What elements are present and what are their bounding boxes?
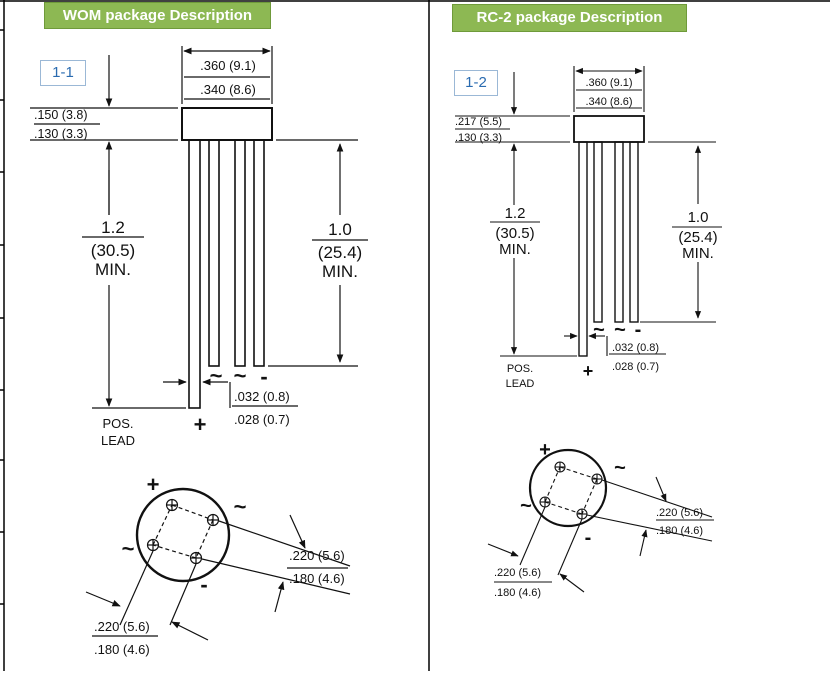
wom-circle-tilde-right: ~: [234, 494, 247, 519]
rc2-pin-spacing-right-min: .180 (4.6): [656, 525, 703, 537]
wom-lead-dia-max: .032 (0.8): [234, 389, 290, 404]
rc2-pin-spacing-bottom-max: .220 (5.6): [494, 567, 541, 579]
wom-pos-lead-label-1: POS.: [102, 416, 133, 431]
wom-pos-lead: [188, 139, 201, 409]
rc2-lead-breaks: [597, 232, 635, 240]
wom-circle-tilde-left: ~: [122, 536, 135, 561]
rc2-labels: .360 (9.1) .340 (8.6) .217 (5.5) .130 (3…: [455, 77, 718, 599]
rc2-section-header: RC-2 package Description: [452, 4, 687, 32]
rc2-lead-symbol-2: ~: [614, 319, 626, 341]
rc2-pin-spacing-bottom-min: .180 (4.6): [494, 587, 541, 599]
wom-circle-minus: -: [200, 572, 207, 597]
rc2-outline-circle: [528, 448, 608, 528]
wom-lead-length-min: MIN.: [95, 260, 131, 279]
wom-lead-4: [253, 139, 265, 367]
wom-height-max: .150 (3.8): [34, 108, 88, 122]
rc2-pin-holes: [539, 461, 603, 520]
wom-lead-symbol-plus: +: [194, 412, 207, 437]
wom-section-header: WOM package Description: [44, 2, 271, 29]
rc2-lead-length-value: 1.2: [505, 205, 526, 222]
wom-circle-plus: +: [147, 472, 160, 497]
wom-pin-spacing-bottom-min: .180 (4.6): [94, 642, 150, 657]
wom-lead-breaks: [213, 250, 260, 258]
rc2-pos-lead: [578, 141, 588, 357]
wom-pin-spacing-right-max: .220 (5.6): [289, 548, 345, 563]
wom-lead-symbol-3: -: [260, 364, 267, 389]
wom-side-view: [30, 46, 368, 409]
rc2-bottom-view: [487, 448, 714, 593]
rc2-circle-minus: -: [585, 527, 592, 549]
rc2-pos-lead-label-1: POS.: [507, 363, 533, 375]
rc2-pin-spacing-right-max: .220 (5.6): [656, 507, 703, 519]
rc2-height-min: .130 (3.3): [455, 132, 502, 144]
wom-lead-length-right-metric: (25.4): [318, 243, 362, 262]
rc2-pos-lead-label-2: LEAD: [506, 378, 535, 390]
wom-lead-symbol-2: ~: [234, 363, 247, 388]
rc2-lead-3: [614, 141, 624, 323]
rc2-lead-dia-min: .028 (0.7): [612, 361, 659, 373]
wom-width-min: .340 (8.6): [200, 82, 256, 97]
rc2-width-max: .360 (9.1): [585, 77, 632, 89]
rc2-circle-tilde-left: ~: [520, 495, 532, 517]
wom-lead-3: [234, 139, 246, 367]
wom-pin-holes: [146, 498, 220, 565]
wom-width-max: .360 (9.1): [200, 58, 256, 73]
wom-pos-lead-label-2: LEAD: [101, 433, 135, 448]
wom-lead-symbol-1: ~: [210, 363, 223, 388]
wom-lead-length-metric: (30.5): [91, 241, 135, 260]
rc2-circle-plus: +: [539, 439, 551, 461]
wom-outline-circle: [135, 487, 231, 583]
wom-labels: .360 (9.1) .340 (8.6) .150 (3.8) .130 (3…: [34, 58, 362, 657]
wom-lead-length-right-min: MIN.: [322, 262, 358, 281]
wom-body: [181, 107, 273, 141]
wom-bottom-view: [85, 487, 351, 641]
rc2-lead-2: [593, 141, 603, 323]
rc2-body: [573, 115, 645, 143]
rc2-lead-4: [629, 141, 639, 323]
rc2-width-min: .340 (8.6): [585, 96, 632, 108]
wom-pin-spacing-right-min: .180 (4.6): [289, 571, 345, 586]
figure-tag-1-2: 1-2: [454, 70, 498, 96]
rc2-height-max: .217 (5.5): [455, 116, 502, 128]
wom-lead-length-right-value: 1.0: [328, 220, 352, 239]
figure-tag-1-1: 1-1: [40, 60, 86, 86]
rc2-circle-tilde-right: ~: [614, 457, 626, 479]
rc2-lead-length-right-value: 1.0: [688, 209, 709, 226]
rc2-lead-length-metric: (30.5): [495, 225, 534, 242]
wom-lead-length-value: 1.2: [101, 218, 125, 237]
rc2-lead-length-right-min: MIN.: [682, 245, 714, 262]
rc2-lead-symbol-1: ~: [593, 319, 605, 341]
wom-height-min: .130 (3.3): [34, 127, 88, 141]
wom-lead-dia-min: .028 (0.7): [234, 412, 290, 427]
rc2-side-view: [455, 66, 722, 357]
rc2-lead-length-right-metric: (25.4): [678, 229, 717, 246]
rc2-lead-dia-max: .032 (0.8): [612, 342, 659, 354]
rc2-lead-symbol-plus: +: [583, 361, 594, 381]
rc2-lead-length-min: MIN.: [499, 241, 531, 258]
wom-pin-spacing-bottom-max: .220 (5.6): [94, 619, 150, 634]
wom-lead-2: [208, 139, 220, 367]
rc2-lead-symbol-3: -: [635, 319, 642, 341]
